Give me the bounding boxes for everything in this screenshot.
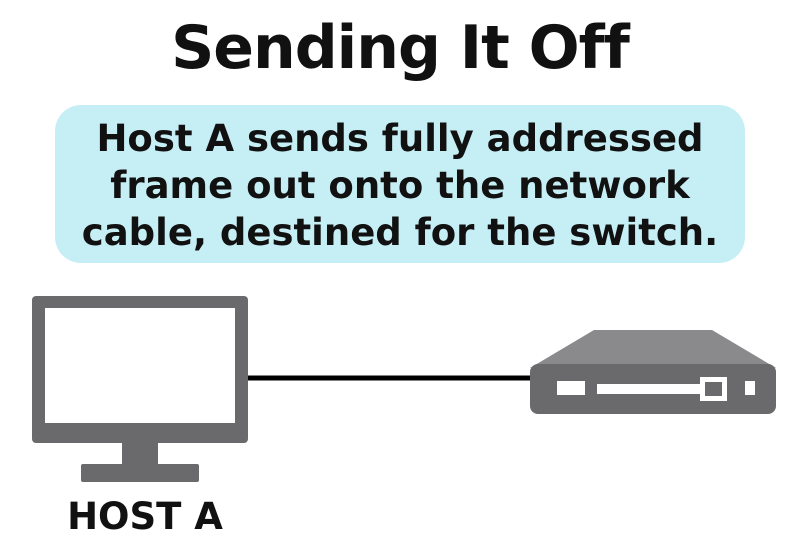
monitor-icon [32, 296, 248, 482]
switch-icon [530, 330, 776, 414]
description-callout: Host A sends fully addressed frame out o… [55, 105, 745, 263]
callout-line-3: cable, destined for the switch. [81, 211, 719, 254]
page-title: Sending It Off [171, 13, 630, 83]
callout-text: Host A sends fully addressed frame out o… [55, 115, 745, 256]
callout-line-2: frame out onto the network [110, 164, 690, 207]
callout-line-1: Host A sends fully addressed [96, 117, 704, 160]
host-label: HOST A [67, 495, 223, 538]
